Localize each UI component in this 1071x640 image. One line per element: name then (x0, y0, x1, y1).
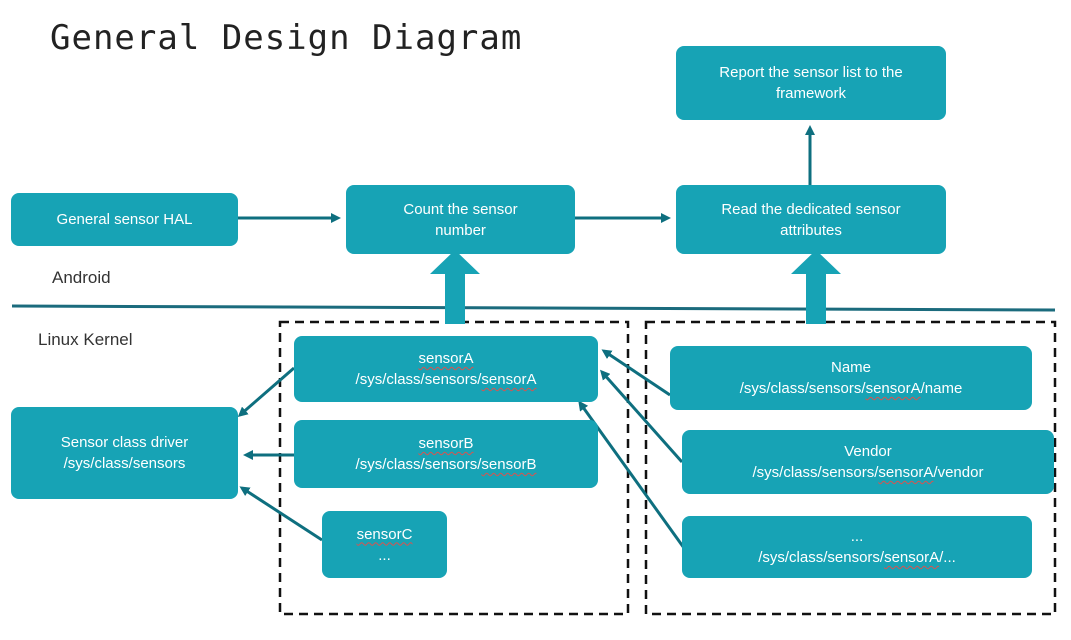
arrow-sensorA-to-driver (237, 366, 295, 417)
sensorA-node: sensorA /sys/class/sensors/sensorA (294, 336, 598, 402)
kernel-layer-label: Linux Kernel (38, 330, 133, 349)
arrow-name-to-sensorA (601, 349, 671, 397)
driver-node: Sensor class driver /sys/class/sensors (11, 407, 238, 499)
count-node: Count the sensor number (346, 185, 575, 254)
android-layer-label: Android (52, 268, 111, 287)
arrow-vendor-to-sensorA (600, 369, 684, 463)
hal-node: General sensor HAL (11, 193, 238, 246)
sensorC-node: sensorC ... (322, 511, 447, 578)
report-node: Report the sensor list to the framework (676, 46, 946, 120)
read-node: Read the dedicated sensor attributes (676, 185, 946, 254)
more-attribute-node: ... /sys/class/sensors/sensorA/... (682, 516, 1032, 578)
arrow-sensorC-to-driver (239, 486, 323, 542)
block-arrow-sensors-to-count (430, 250, 480, 324)
diagram-title: General Design Diagram (50, 18, 523, 58)
layer-divider (11, 304, 1056, 312)
name-attribute-node: Name /sys/class/sensors/sensorA/name (670, 346, 1032, 410)
attribute-nodes-group (644, 320, 1057, 616)
sensorB-node: sensorB /sys/class/sensors/sensorB (294, 420, 598, 488)
block-arrow-attributes-to-read (791, 250, 841, 324)
vendor-attribute-node: Vendor /sys/class/sensors/sensorA/vendor (682, 430, 1054, 494)
